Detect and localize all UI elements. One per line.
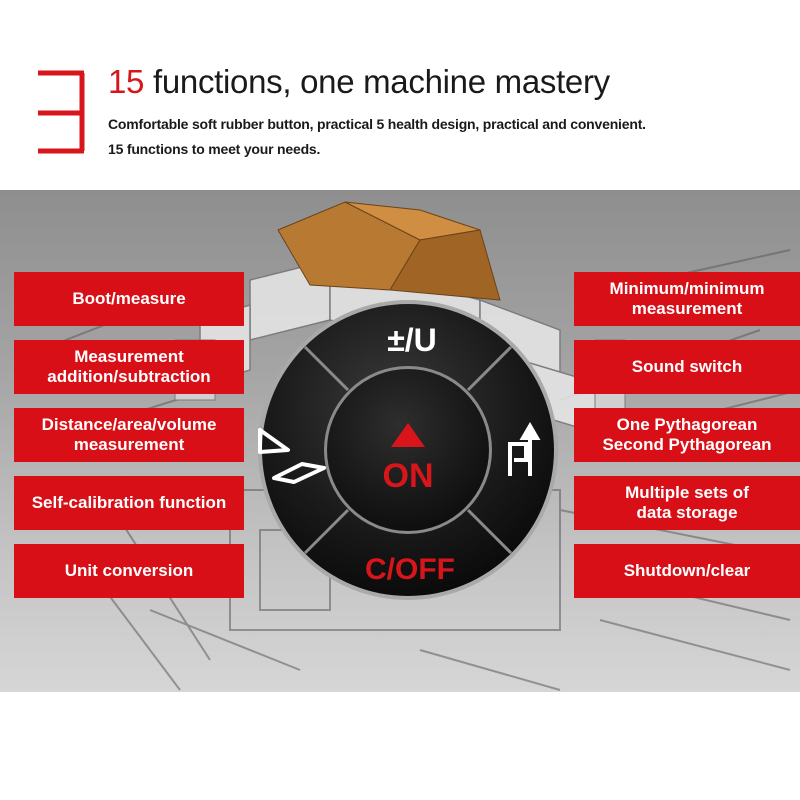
clear-off-button[interactable]: C/OFF [365, 553, 455, 586]
label-data-storage: Multiple sets of data storage [574, 476, 800, 530]
subtitle-line-2: 15 functions to meet your needs. [108, 141, 321, 157]
label-min-measurement: Minimum/minimum measurement [574, 272, 800, 326]
label-self-calibration: Self-calibration function [14, 476, 244, 530]
on-button[interactable]: ON [382, 457, 434, 495]
subtitle-line-1: Comfortable soft rubber button, practica… [108, 116, 646, 132]
label-measurement-add-subtract: Measurement addition/subtraction [14, 340, 244, 394]
center-button[interactable] [327, 369, 489, 531]
pythagorean-icon [508, 422, 541, 476]
brand-bracket-logo [38, 70, 85, 154]
page-title: 15 functions, one machine mastery [108, 62, 610, 102]
label-shutdown-clear: Shutdown/clear [574, 544, 800, 598]
control-pad [258, 300, 558, 600]
label-unit-conversion: Unit conversion [14, 544, 244, 598]
area-volume-icon [258, 428, 326, 484]
label-distance-area-volume: Distance/area/volume measurement [14, 408, 244, 462]
plus-minus-unit-button[interactable]: ±/U [387, 322, 437, 358]
label-sound-switch: Sound switch [574, 340, 800, 394]
title-number: 15 [108, 63, 145, 100]
triangle-up-icon [391, 423, 425, 447]
label-boot-measure: Boot/measure [14, 272, 244, 326]
label-pythagorean: One Pythagorean Second Pythagorean [574, 408, 800, 462]
title-text: functions, one machine mastery [144, 63, 610, 100]
